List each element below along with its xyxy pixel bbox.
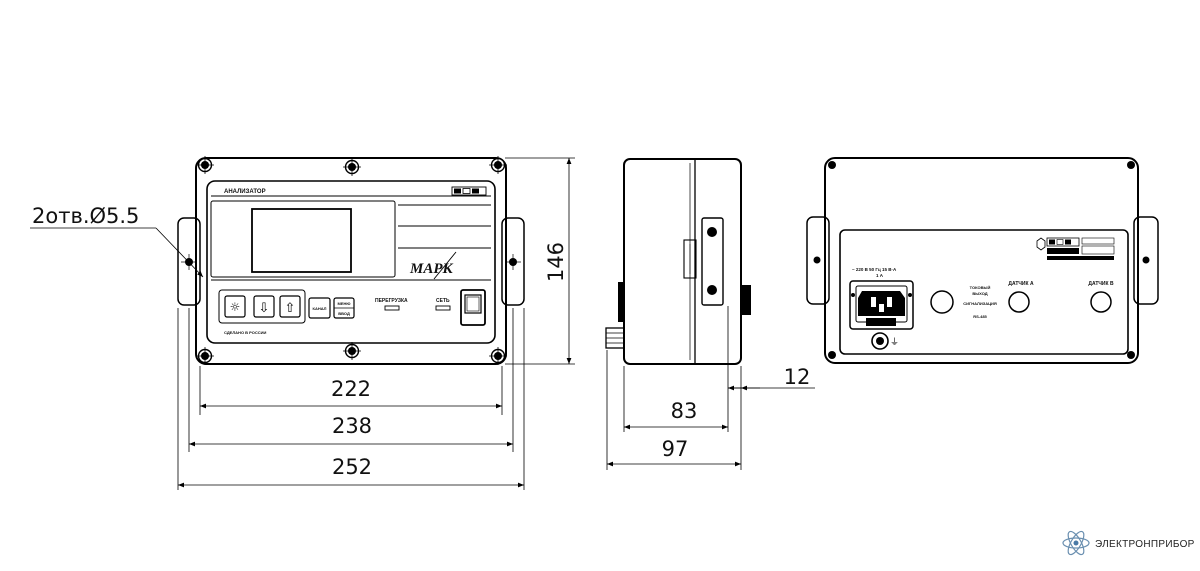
left-mounting-bracket	[177, 217, 201, 306]
dimension-12: 12	[728, 365, 815, 391]
arrow-up-icon: ⇧	[285, 301, 296, 316]
current-output-label-1: ТОКОВЫЙ	[970, 285, 991, 290]
sensor-b-connector[interactable]	[1090, 291, 1112, 313]
rs485-label: RS-485	[973, 314, 987, 319]
analyzer-label: АНАЛИЗАТОР	[224, 189, 266, 195]
back-view: ~ 220 В 50 Гц 15 В·А 1 А ⏚ ТОКОВЫЙ ВЫХОД…	[806, 157, 1159, 364]
keypad-frame	[218, 289, 306, 324]
back-housing	[824, 157, 1139, 364]
holes-label: 2отв.Ø5.5	[32, 204, 139, 228]
network-label: СЕТЬ	[436, 298, 450, 304]
company-name: ЭЛЕКТРОНПРИБОР	[1095, 539, 1195, 550]
back-left-bracket	[806, 216, 830, 305]
sensor-a-label: ДАТЧИК А	[1008, 281, 1034, 287]
dimension-97: 97	[607, 437, 741, 467]
back-right-bracket	[1133, 216, 1159, 305]
dimension-222: 222	[200, 377, 502, 409]
arrow-down-icon: ⇩	[259, 301, 270, 316]
overload-label: ПЕРЕГРУЗКА	[375, 298, 408, 304]
up-button[interactable]	[279, 295, 301, 318]
signaling-label: СИГНАЛИЗАЦИЯ	[963, 301, 997, 306]
made-in-label: СДЕЛАНО В РОССИИ	[224, 330, 267, 335]
enter-button-label: ВВОД	[338, 311, 350, 316]
menu-button-label: МЕНЮ	[337, 301, 350, 306]
dim-238-label: 238	[332, 414, 372, 438]
brand-mark: МАРК	[409, 261, 454, 277]
right-bracket-hole	[505, 254, 521, 270]
sun-icon: ☼	[230, 300, 241, 314]
back-panel	[839, 229, 1129, 355]
power-inlet[interactable]	[849, 280, 914, 330]
screw-icon	[342, 341, 362, 361]
display-frame	[210, 200, 396, 278]
dimension-83: 83	[624, 399, 728, 430]
holes-annotation: 2отв.Ø5.5	[30, 204, 204, 278]
side-rear-connector	[741, 285, 751, 315]
power-rating-label: ~ 220 В 50 Гц 15 В·А	[852, 267, 897, 272]
right-mounting-bracket	[501, 217, 525, 306]
channel-button[interactable]	[308, 297, 331, 319]
dim-222-label: 222	[331, 377, 371, 401]
side-bracket	[701, 217, 724, 306]
down-button[interactable]	[253, 295, 275, 318]
front-panel	[206, 180, 496, 344]
lcd-display	[251, 208, 352, 273]
dimension-252: 252	[178, 455, 524, 488]
current-output-connector[interactable]	[930, 290, 954, 314]
network-indicator	[435, 305, 451, 311]
side-housing	[623, 158, 742, 365]
dim-12-label: 12	[784, 365, 811, 389]
fuse-label: 1 А	[876, 273, 884, 278]
front-view: АНАЛИЗАТОР МАРК ☼ ⇩ ⇧ КАНАЛ МЕНЮ ВВОД ПЕ…	[177, 155, 525, 366]
backlight-button[interactable]	[224, 295, 246, 318]
front-housing	[195, 157, 507, 365]
ground-icon: ⏚	[890, 337, 899, 348]
rating-plate	[1036, 237, 1115, 260]
sensor-a-connector[interactable]	[1008, 291, 1030, 313]
dimension-146: 146	[544, 158, 572, 364]
dim-83-label: 83	[671, 399, 698, 423]
dim-252-label: 252	[332, 455, 372, 479]
dim-97-label: 97	[662, 437, 689, 461]
side-view	[605, 158, 751, 365]
side-label-plate	[683, 239, 697, 279]
current-output-label-2: ВЫХОД	[972, 291, 987, 296]
dim-146-label: 146	[544, 242, 568, 282]
screw-icon	[488, 346, 508, 366]
screw-icon	[813, 161, 1150, 359]
dimension-238: 238	[189, 414, 513, 447]
channel-button-label: КАНАЛ	[313, 306, 327, 311]
manufacturer-logo	[451, 186, 487, 196]
screw-icon	[342, 157, 362, 177]
sensor-b-label: ДАТЧИК В	[1088, 281, 1114, 287]
overload-indicator	[384, 305, 400, 311]
company-logo	[1062, 530, 1090, 556]
screw-icon	[195, 346, 215, 366]
